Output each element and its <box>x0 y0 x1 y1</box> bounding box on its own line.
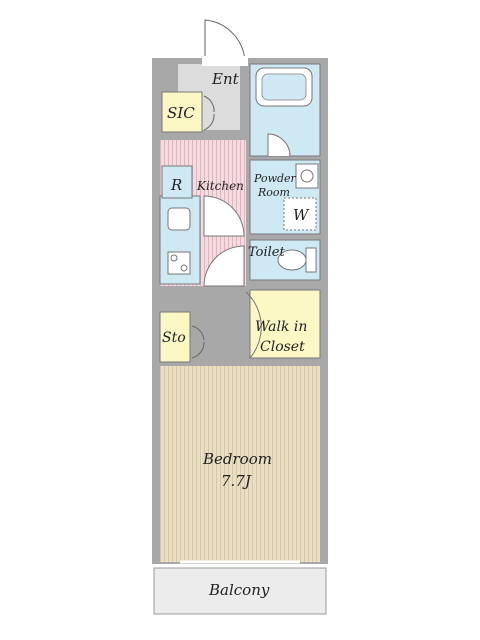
bath-door-swing <box>267 133 291 157</box>
burner-icon <box>180 264 188 272</box>
entrance-door-opening <box>202 56 248 66</box>
label-powder-1: Powder <box>253 172 297 185</box>
label-bedroom-size: 7.7J <box>221 472 252 490</box>
walk-in-closet <box>249 289 321 359</box>
label-balcony: Balcony <box>208 581 270 599</box>
burner-icon <box>170 254 178 262</box>
kitchen-door-swing <box>203 195 245 237</box>
stove <box>167 251 191 275</box>
storage-door <box>191 325 205 359</box>
label-washer: W <box>293 206 310 224</box>
bathtub-inner <box>261 73 307 101</box>
label-toilet: Toilet <box>248 245 285 260</box>
sink <box>167 207 191 231</box>
storage-room <box>159 311 191 363</box>
label-walk-in-2: Closet <box>260 339 305 355</box>
label-refrigerator: R <box>170 176 182 194</box>
basin-icon <box>300 169 314 183</box>
bedroom-floor <box>160 366 320 562</box>
label-sic: SIC <box>167 104 195 122</box>
washer <box>283 197 317 231</box>
label-storage: Sto <box>162 330 186 346</box>
sic-door <box>203 95 215 131</box>
balcony-area <box>153 567 327 615</box>
closet-door-swing <box>245 291 262 359</box>
entrance-door-swing <box>204 19 246 65</box>
refrigerator <box>161 165 193 199</box>
toilet-tank <box>305 247 317 273</box>
label-entrance: Ent <box>211 70 240 88</box>
label-kitchen: Kitchen <box>196 179 244 193</box>
label-powder-2: Room <box>257 186 290 199</box>
sic-room <box>161 91 203 133</box>
label-walk-in-1: Walk in <box>255 319 307 335</box>
bedroom-door-swing <box>203 245 245 287</box>
label-bedroom: Bedroom <box>202 450 272 468</box>
washbasin <box>295 163 319 189</box>
